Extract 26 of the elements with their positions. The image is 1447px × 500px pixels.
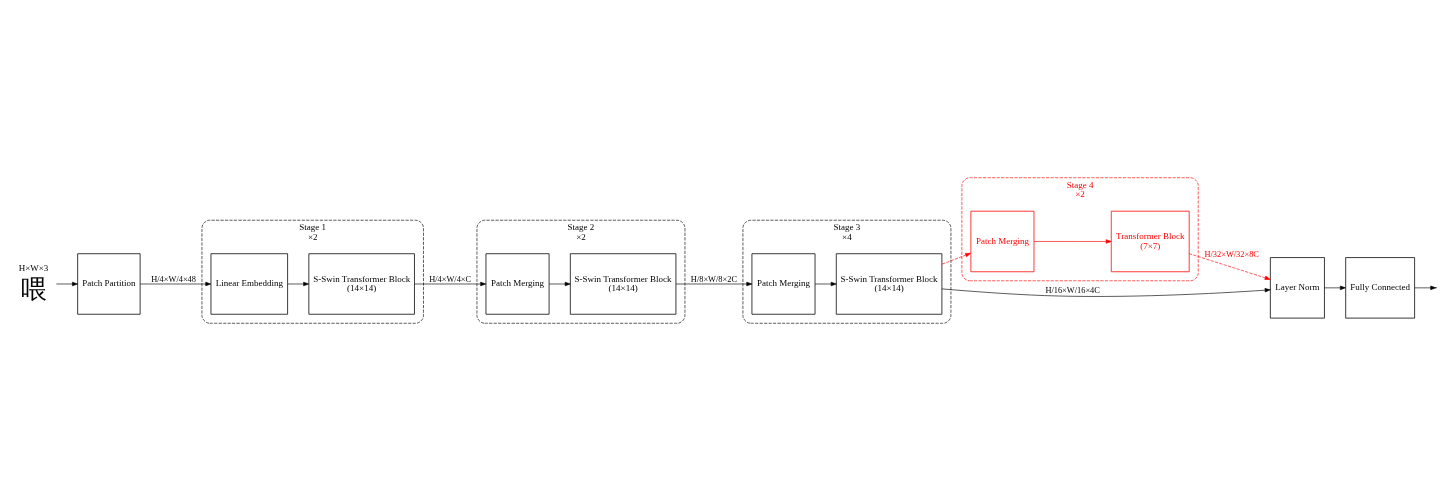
arrow (287, 281, 310, 286)
arrow (56, 281, 78, 286)
arrow (941, 252, 971, 264)
arrow (139, 281, 212, 286)
node-box: S-Swin Transformer Block (14×14) (308, 252, 415, 315)
arrow (941, 287, 1271, 297)
node-box: Transformer Block (7×7) (1110, 210, 1190, 272)
arrow (1033, 238, 1112, 244)
arrow (548, 281, 571, 286)
node-box: Layer Norm (1269, 256, 1325, 318)
node-box: Linear Embedding (210, 252, 288, 315)
arrow (414, 281, 487, 286)
arrow (1324, 285, 1346, 290)
arrow (1188, 252, 1271, 280)
node-label: H×W×3 (18, 262, 49, 273)
node-box: S-Swin Transformer Block (14×14) (835, 252, 943, 315)
node-text: 喂 (20, 274, 47, 304)
arrow (1414, 285, 1437, 290)
node-box: S-Swin Transformer Block (14×14) (569, 252, 677, 315)
arrow (814, 281, 837, 286)
node-box: Patch Merging (970, 210, 1035, 272)
node-box: Patch Partition (77, 252, 141, 315)
arrow (675, 281, 753, 286)
node-box: Patch Merging (751, 252, 816, 315)
node-box: Patch Merging (485, 252, 550, 315)
node-box: Fully Connected (1345, 256, 1415, 318)
